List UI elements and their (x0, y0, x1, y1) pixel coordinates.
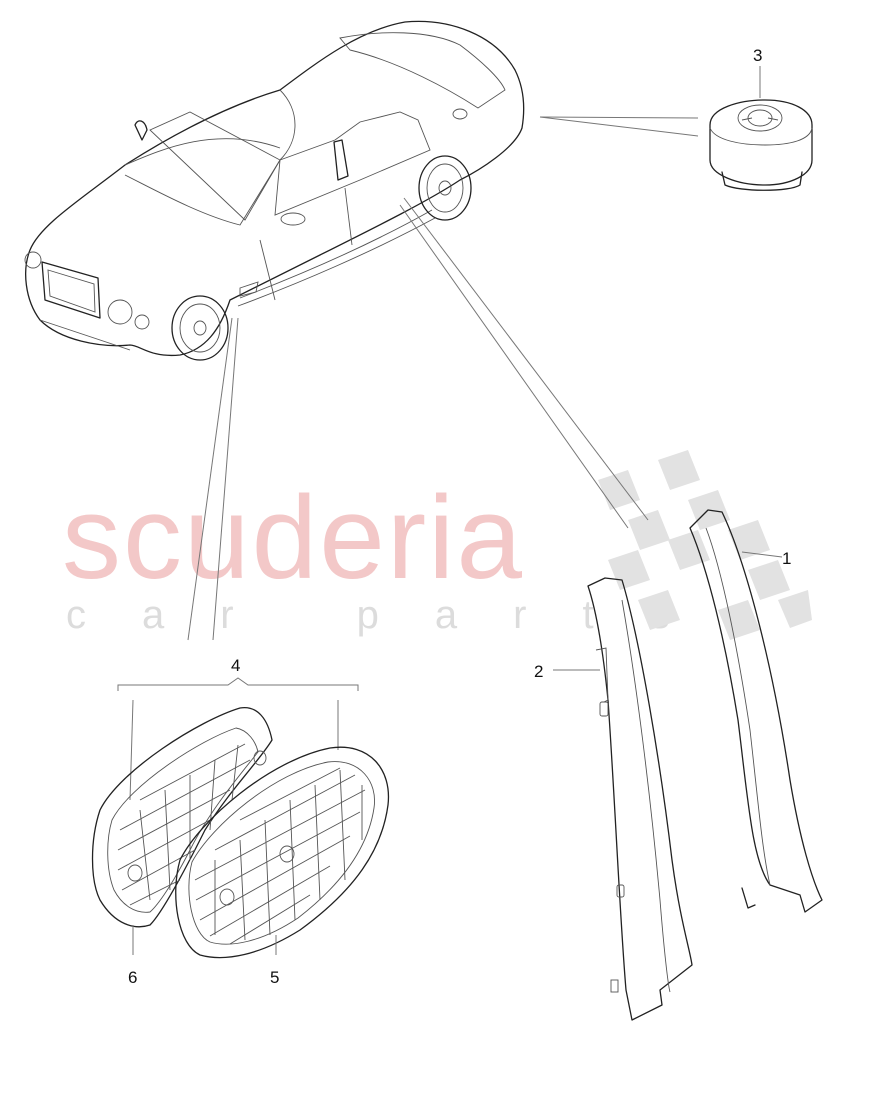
checkered-flag-logo (598, 450, 812, 640)
car-illustration (24, 20, 525, 361)
front-wheel (171, 295, 229, 361)
callout-2: 2 (534, 662, 543, 681)
group-bracket (117, 677, 359, 691)
leader-line-6-top (129, 699, 134, 801)
pillar-trim-part-1 (689, 509, 823, 913)
rear-wheel (418, 155, 472, 221)
callout-5: 5 (270, 968, 279, 987)
callout-1: 1 (782, 549, 791, 568)
watermark-sub-text: car parts (66, 593, 726, 637)
car-leader-lines (187, 116, 699, 641)
leader-line-1 (741, 551, 783, 558)
watermark-main-text: scuderia (62, 472, 524, 604)
grille-part-5 (175, 746, 390, 959)
fuel-cap-part-3 (709, 99, 813, 191)
watermark: scuderia car parts (62, 450, 812, 640)
pillar-trim-part-2 (587, 577, 693, 1021)
callout-3: 3 (753, 46, 762, 65)
callout-4: 4 (231, 656, 240, 675)
callout-6: 6 (128, 968, 137, 987)
